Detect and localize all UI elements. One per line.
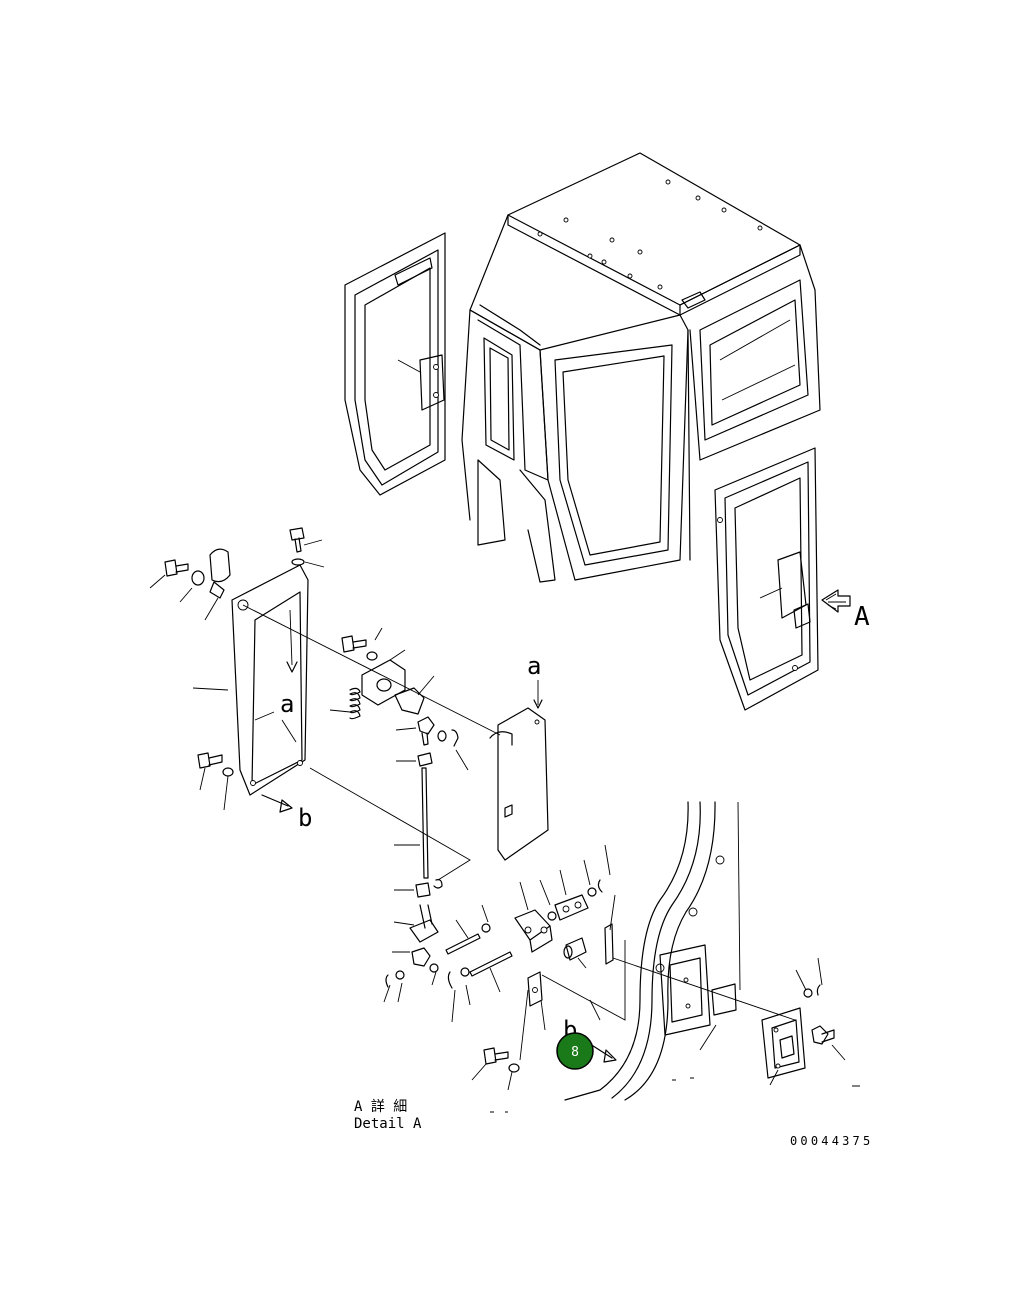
latch-plate: a — [489, 652, 549, 861]
top-bolt-left — [149, 559, 189, 589]
lever-bracket — [393, 904, 439, 943]
bolt-mid — [341, 627, 383, 661]
view-a-arrow: A — [821, 589, 870, 632]
striker-block — [361, 649, 435, 715]
marker-circle[interactable] — [556, 1032, 594, 1070]
bushing — [563, 937, 587, 969]
drawing-number: 00044375 — [790, 1134, 873, 1148]
pin-upper — [445, 904, 491, 955]
detail-label-japanese: A 詳 細 — [354, 1099, 407, 1115]
nut-upper — [396, 752, 433, 767]
handle-knob — [179, 548, 231, 621]
ball-joint-upper — [395, 716, 469, 771]
roof-bolts — [537, 179, 763, 290]
callout-marker[interactable]: 8 — [556, 1032, 617, 1070]
clevis-block — [514, 879, 557, 953]
left-door — [344, 232, 446, 496]
link-plate — [554, 844, 611, 921]
screw-top — [289, 527, 325, 568]
marker-label: 8 — [571, 1045, 579, 1060]
callout-a-cover: a — [280, 690, 294, 718]
cab-assembly — [461, 152, 821, 583]
striker-assembly — [699, 957, 846, 1086]
nut-lower — [394, 879, 443, 898]
right-door — [714, 447, 819, 711]
pin-lower — [447, 951, 513, 1023]
callout-b-cover: b — [298, 804, 312, 832]
detail-a-frame — [564, 801, 796, 1101]
detail-label-english: Detail A — [354, 1116, 422, 1132]
latch-rod — [394, 767, 429, 879]
cover-panel — [192, 564, 309, 796]
bolt-lower-left — [197, 752, 234, 811]
latch-spring — [329, 687, 361, 720]
ball-joint-lower — [383, 947, 439, 1003]
view-label: A — [854, 602, 870, 632]
callout-a-plate: a — [527, 652, 541, 680]
stop-bracket — [527, 940, 626, 1031]
washer-lower — [471, 989, 529, 1091]
